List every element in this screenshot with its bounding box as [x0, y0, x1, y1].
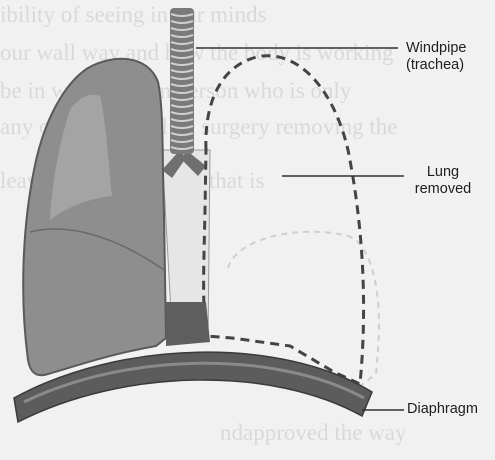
diaphragm-central	[166, 302, 210, 346]
lung-removed-label-line2: removed	[412, 181, 474, 198]
lung-removed-label: Lung removed	[412, 164, 474, 198]
windpipe-label-line2: (trachea)	[406, 57, 466, 74]
diaphragm-label: Diaphragm	[407, 401, 478, 418]
windpipe-label: Windpipe (trachea)	[406, 40, 466, 74]
lung-removed-label-line1: Lung	[412, 164, 474, 181]
windpipe-label-line1: Windpipe	[406, 40, 466, 57]
windpipe-trachea	[170, 8, 194, 154]
diaphragm-label-line1: Diaphragm	[407, 401, 478, 418]
removed-lung-outline	[204, 56, 364, 384]
